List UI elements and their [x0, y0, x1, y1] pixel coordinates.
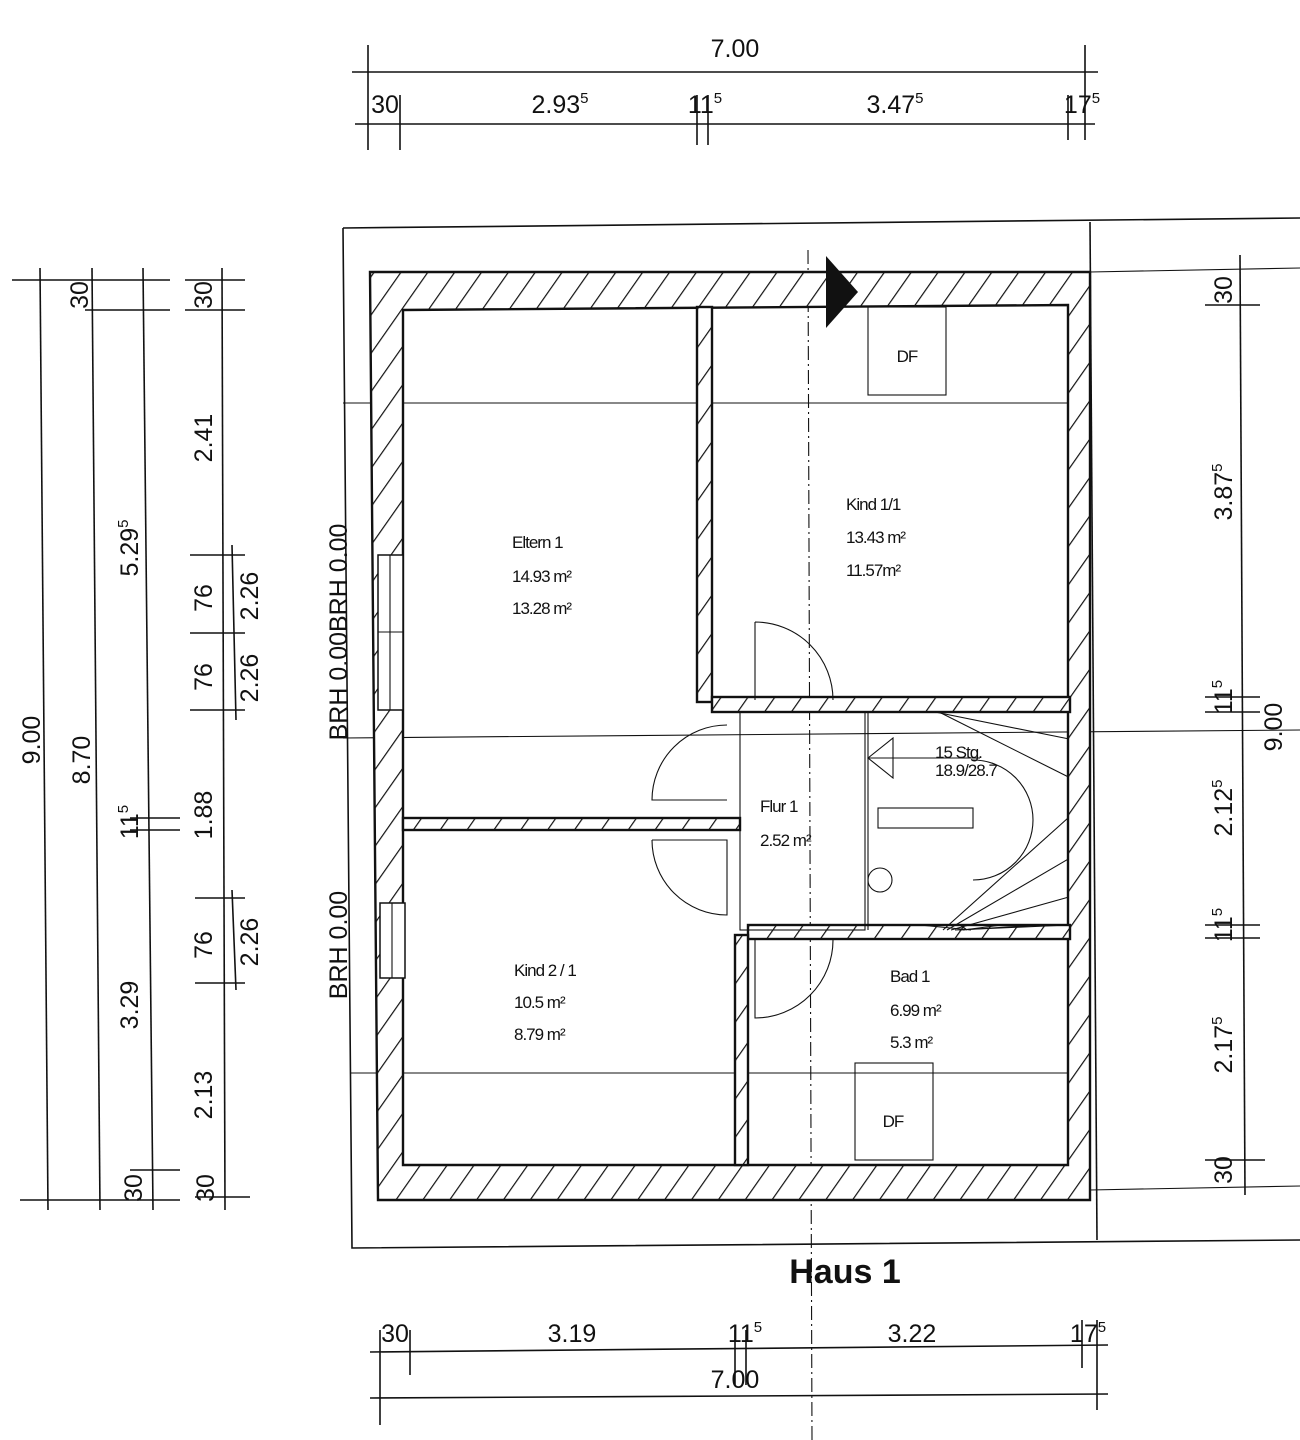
- svg-text:3.875: 3.875: [1209, 463, 1238, 520]
- svg-text:30: 30: [381, 1320, 409, 1348]
- svg-text:2.26: 2.26: [236, 654, 264, 703]
- svg-text:175: 175: [1064, 90, 1100, 119]
- svg-text:Eltern 1: Eltern 1: [512, 533, 563, 552]
- svg-text:115: 115: [115, 805, 144, 839]
- stairs-count: 15 Stg.: [935, 743, 982, 762]
- svg-text:14.93 m²: 14.93 m²: [512, 567, 572, 586]
- svg-text:2.41: 2.41: [190, 414, 218, 463]
- stair-tread: [938, 711, 1069, 778]
- stair-tread: [919, 924, 972, 931]
- svg-text:3.29: 3.29: [116, 981, 144, 1030]
- brh-label-kind2: BRH 0.00: [325, 891, 353, 999]
- svg-text:5.3 m²: 5.3 m²: [890, 1033, 934, 1052]
- room-flur: Flur 1 2.52 m²: [760, 797, 813, 850]
- svg-text:76: 76: [190, 663, 218, 691]
- roof-window-top: DF: [867, 306, 947, 396]
- svg-text:30: 30: [1210, 276, 1238, 304]
- svg-text:DF: DF: [897, 347, 918, 366]
- stair-tread: [946, 858, 1069, 931]
- walls: [368, 270, 1092, 1202]
- svg-text:115: 115: [1209, 680, 1238, 714]
- left-dimensions: 9.00 8.70 30 5.295 115 3.29 30 30 2.41 7…: [12, 267, 264, 1211]
- svg-text:2.13: 2.13: [190, 1071, 218, 1120]
- svg-text:115: 115: [1209, 908, 1238, 942]
- svg-text:76: 76: [190, 931, 218, 959]
- svg-text:11.57m²: 11.57m²: [846, 561, 901, 580]
- svg-text:Bad 1: Bad 1: [890, 967, 930, 986]
- svg-text:1.88: 1.88: [190, 791, 218, 840]
- svg-text:30: 30: [190, 281, 218, 309]
- bottom-dimensions: 7.00 30 3.19 115 3.22 175: [369, 1319, 1109, 1425]
- roof-window-bottom: DF: [854, 1062, 934, 1161]
- entrance-arrow-icon: [826, 256, 858, 328]
- room-eltern: Eltern 1 14.93 m² 13.28 m²: [512, 533, 573, 618]
- room-bad: Bad 1 6.99 m² 5.3 m²: [890, 967, 943, 1052]
- top-dimensions: 7.00 30 2.935 115 3.475 175: [352, 35, 1100, 150]
- stair-tread: [950, 896, 1069, 931]
- svg-text:115: 115: [728, 1319, 762, 1348]
- svg-text:9.00: 9.00: [1260, 703, 1288, 752]
- wall-kind1-bottom: [710, 695, 1072, 714]
- room-kind2: Kind 2 / 1 10.5 m² 8.79 m²: [514, 961, 577, 1044]
- svg-text:2.125: 2.125: [1209, 779, 1238, 836]
- wall-eltern-kind2: [401, 816, 742, 832]
- svg-text:115: 115: [688, 90, 722, 119]
- wall-eltern-kind1: [695, 305, 714, 704]
- svg-text:Kind 2 / 1: Kind 2 / 1: [514, 961, 576, 980]
- stair-tread: [934, 711, 1069, 740]
- svg-text:10.5 m²: 10.5 m²: [514, 993, 566, 1012]
- svg-text:2.52 m²: 2.52 m²: [760, 831, 812, 850]
- plan-title: Haus 1: [789, 1253, 901, 1291]
- svg-text:3.22: 3.22: [888, 1320, 937, 1348]
- svg-text:76: 76: [190, 584, 218, 612]
- svg-text:2.26: 2.26: [236, 572, 264, 621]
- svg-text:9.00: 9.00: [18, 716, 46, 765]
- staircase: 15 Stg. 18.9/28.7: [867, 711, 1069, 931]
- brh-label-eltern: BRH 0.00BRH 0.00: [325, 524, 353, 741]
- svg-text:30: 30: [66, 281, 94, 309]
- svg-text:13.28 m²: 13.28 m²: [512, 599, 572, 618]
- svg-text:30: 30: [120, 1174, 148, 1202]
- windows: [377, 554, 406, 979]
- svg-text:Flur 1: Flur 1: [760, 797, 798, 816]
- flur-box: [739, 711, 866, 931]
- doors: [651, 621, 834, 1019]
- svg-text:6.99 m²: 6.99 m²: [890, 1001, 942, 1020]
- outer-wall: [368, 270, 1092, 1202]
- svg-text:2.935: 2.935: [531, 90, 588, 119]
- svg-text:8.79 m²: 8.79 m²: [514, 1025, 566, 1044]
- room-kind1: Kind 1/1 13.43 m² 11.57m²: [846, 495, 907, 580]
- svg-text:30: 30: [192, 1174, 220, 1202]
- svg-text:30: 30: [371, 91, 399, 119]
- svg-text:175: 175: [1070, 1319, 1106, 1348]
- bottom-total: 7.00: [711, 1366, 760, 1394]
- svg-text:Kind 1/1: Kind 1/1: [846, 495, 901, 514]
- svg-text:DF: DF: [883, 1112, 904, 1131]
- top-total: 7.00: [711, 35, 760, 63]
- wall-kind2-bad: [733, 933, 750, 1167]
- svg-text:2.26: 2.26: [236, 918, 264, 967]
- svg-text:8.70: 8.70: [68, 736, 96, 785]
- stair-tread: [962, 924, 1002, 931]
- svg-text:3.475: 3.475: [866, 90, 923, 119]
- svg-text:5.295: 5.295: [115, 519, 144, 576]
- svg-text:3.19: 3.19: [548, 1320, 597, 1348]
- stairs-ratio: 18.9/28.7: [935, 761, 997, 780]
- svg-text:2.175: 2.175: [1209, 1016, 1238, 1073]
- svg-text:13.43 m²: 13.43 m²: [846, 528, 906, 547]
- right-dimensions: 30 3.875 115 9.00 2.125 115 2.175 30: [1205, 254, 1288, 1196]
- stair-tread: [942, 817, 1069, 931]
- svg-text:30: 30: [1210, 1156, 1238, 1184]
